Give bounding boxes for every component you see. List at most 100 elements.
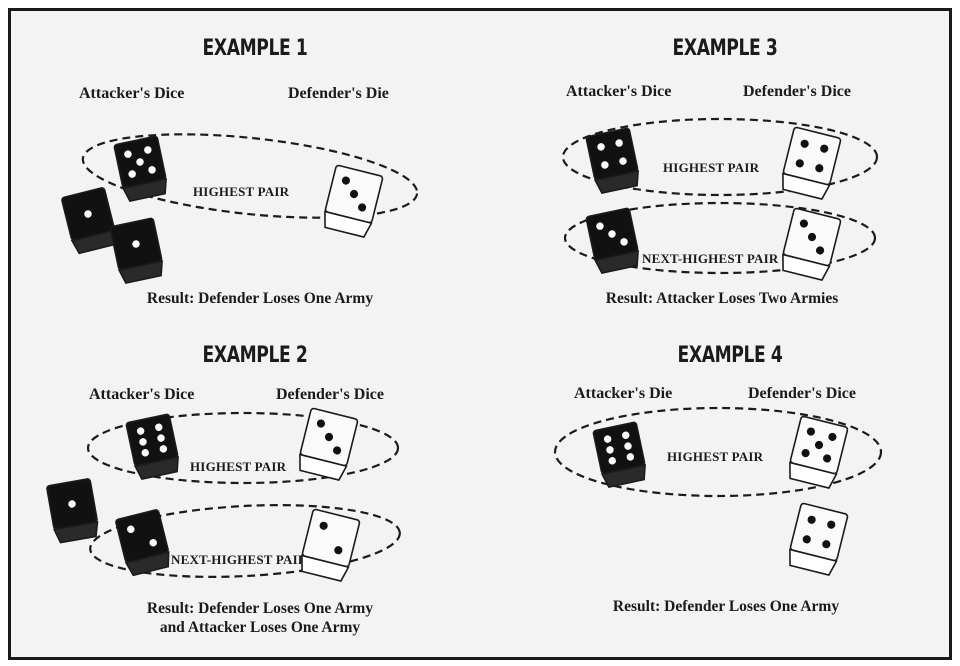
example-1-attacker-die-1-pip bbox=[148, 166, 156, 174]
example-4-defender-die-2 bbox=[789, 502, 849, 576]
example-3-attacker-die-1 bbox=[585, 127, 639, 194]
example-3-defender-die-2-pip bbox=[799, 219, 809, 228]
example-2-attacker-die-1-pip bbox=[136, 427, 145, 435]
example-4-defender-die-1-pip bbox=[828, 432, 837, 442]
example-4-defender-die-2-face bbox=[789, 502, 849, 562]
example-1-defender-label: Defender's Die bbox=[288, 85, 389, 102]
example-4-defender-die-2-pip bbox=[807, 515, 816, 524]
example-1-defender-die-1-pip bbox=[341, 176, 351, 185]
example-2-defender-die-2 bbox=[301, 508, 361, 582]
example-1-attacker-die-1-pip bbox=[136, 158, 144, 166]
example-3-attacker-die-1-pip bbox=[597, 143, 605, 151]
example-4-defender-die-1 bbox=[789, 415, 849, 489]
example-2-defender-die-2-pip bbox=[319, 521, 328, 530]
example-2-attacker-die-1-pip bbox=[157, 434, 165, 442]
example-3-defender-die-1-pip bbox=[820, 144, 829, 153]
example-3-highest-pair-oval bbox=[561, 117, 879, 197]
example-2-attacker-die-2-pip bbox=[68, 500, 76, 508]
example-2-defender-die-1 bbox=[299, 407, 359, 481]
example-2-defender-die-1-pip bbox=[324, 432, 334, 442]
example-4-defender-die-1-pip bbox=[822, 454, 832, 463]
example-2-attacker-label: Attacker's Dice bbox=[89, 386, 195, 403]
example-3-next-highest-pair-oval bbox=[563, 201, 877, 275]
dice-group bbox=[46, 126, 849, 582]
example-3-attacker-label: Attacker's Dice bbox=[566, 83, 672, 100]
example-1-attacker-label: Attacker's Dice bbox=[79, 85, 185, 102]
example-2-highest-pair-oval bbox=[86, 411, 400, 485]
example-4-attacker-die-1-pip bbox=[608, 457, 617, 465]
example-3-attacker-die-2 bbox=[585, 207, 639, 274]
example-4-highest-pair-label: HIGHEST PAIR bbox=[667, 449, 764, 464]
example-3-attacker-die-2-pip bbox=[620, 238, 628, 246]
example-2-attacker-die-3 bbox=[115, 509, 170, 577]
example-2-next-highest-pair-oval bbox=[89, 504, 401, 578]
example-1-defender-die-1-pip bbox=[349, 189, 359, 199]
example-3-defender-die-2-pip bbox=[815, 246, 825, 255]
example-1-attacker-die-1-pip bbox=[124, 150, 132, 158]
example-3-result: Result: Attacker Loses Two Armies bbox=[605, 290, 839, 307]
example-2-defender-die-2-face bbox=[301, 508, 361, 568]
example-3-next-highest-pair-label: NEXT-HIGHEST PAIR bbox=[642, 251, 779, 266]
example-1-attacker-die-1-pip bbox=[144, 146, 152, 154]
example-2-result-line1: Result: Defender Loses One Army bbox=[146, 600, 374, 617]
example-1-defender-die-1 bbox=[324, 164, 384, 238]
example-4-attacker-die-1-pip bbox=[621, 431, 630, 439]
example-2-attacker-die-1-pip bbox=[139, 438, 147, 446]
example-1-highest-pair-oval bbox=[81, 133, 419, 219]
example-3-defender-die-2 bbox=[782, 207, 842, 281]
example-1-attacker-die-3 bbox=[109, 217, 163, 284]
example-2-attacker-die-3-face bbox=[115, 509, 169, 563]
example-3-attacker-die-1-pip bbox=[615, 139, 623, 147]
example-3-defender-die-1-face bbox=[782, 126, 842, 186]
example-3-attacker-die-1-face bbox=[585, 127, 639, 181]
example-4-attacker-die-1 bbox=[592, 421, 646, 488]
example-4-defender-die-2-pip bbox=[822, 540, 831, 549]
example-4-defender-die-1-pip bbox=[806, 427, 816, 436]
example-3-title: EXAMPLE 3 bbox=[672, 36, 778, 61]
example-3-defender-die-1-pip bbox=[815, 164, 824, 173]
example-2-attacker-die-1-pip bbox=[159, 445, 168, 453]
example-2-defender-label: Defender's Dice bbox=[276, 386, 384, 403]
example-2-highest-pair-label: HIGHEST PAIR bbox=[190, 459, 287, 474]
example-1-result: Result: Defender Loses One Army bbox=[146, 290, 374, 307]
example-3-highest-pair-label: HIGHEST PAIR bbox=[663, 160, 760, 175]
example-2-title: EXAMPLE 2 bbox=[202, 343, 308, 368]
example-1-attacker-die-3-pip bbox=[132, 240, 140, 248]
example-2-defender-die-2-pip bbox=[334, 546, 343, 555]
example-4-attacker-die-1-pip bbox=[603, 435, 612, 443]
example-2-result-line2: and Attacker Loses One Army bbox=[159, 619, 361, 636]
example-2-attacker-die-1-face bbox=[125, 413, 179, 467]
example-2-next-highest-pair-label: NEXT-HIGHEST PAIR bbox=[171, 552, 308, 567]
example-3-attacker-die-2-pip bbox=[596, 222, 604, 230]
example-3-attacker-die-1-pip bbox=[601, 161, 609, 169]
example-4-attacker-die-1-pip bbox=[624, 442, 632, 450]
example-4-defender-die-1-pip bbox=[801, 448, 810, 458]
example-1-highest-pair-label: HIGHEST PAIR bbox=[193, 184, 290, 199]
example-4-defender-die-2-pip bbox=[802, 535, 811, 544]
example-1-title: EXAMPLE 1 bbox=[202, 36, 308, 61]
example-3-defender-die-1-pip bbox=[800, 139, 809, 148]
example-3-defender-die-1 bbox=[782, 126, 842, 200]
pair-ovals bbox=[81, 117, 883, 578]
example-2-attacker-die-1-pip bbox=[141, 449, 150, 457]
example-3-attacker-die-1-pip bbox=[619, 157, 627, 165]
example-4-defender-die-2-pip bbox=[827, 520, 836, 529]
example-2-attacker-die-3-pip bbox=[127, 525, 135, 534]
example-4-attacker-die-1-face bbox=[592, 421, 646, 475]
example-4-attacker-label: Attacker's Die bbox=[574, 385, 673, 402]
example-2-attacker-die-2 bbox=[46, 478, 99, 544]
example-4-highest-pair-oval bbox=[553, 406, 883, 498]
example-2-attacker-die-1-pip bbox=[154, 423, 163, 431]
example-3-defender-label: Defender's Dice bbox=[743, 83, 851, 100]
example-1-attacker-die-2 bbox=[61, 187, 116, 255]
example-4-title: EXAMPLE 4 bbox=[677, 343, 783, 368]
example-3-defender-die-2-pip bbox=[807, 232, 817, 242]
example-4-defender-die-1-pip bbox=[814, 440, 824, 450]
example-2-defender-die-1-pip bbox=[316, 419, 326, 428]
example-3-attacker-die-2-pip bbox=[608, 230, 616, 238]
example-2-attacker-die-1 bbox=[125, 413, 179, 480]
example-1-attacker-die-1 bbox=[113, 135, 167, 202]
example-4-defender-label: Defender's Dice bbox=[748, 385, 856, 402]
example-4-result: Result: Defender Loses One Army bbox=[612, 598, 840, 615]
